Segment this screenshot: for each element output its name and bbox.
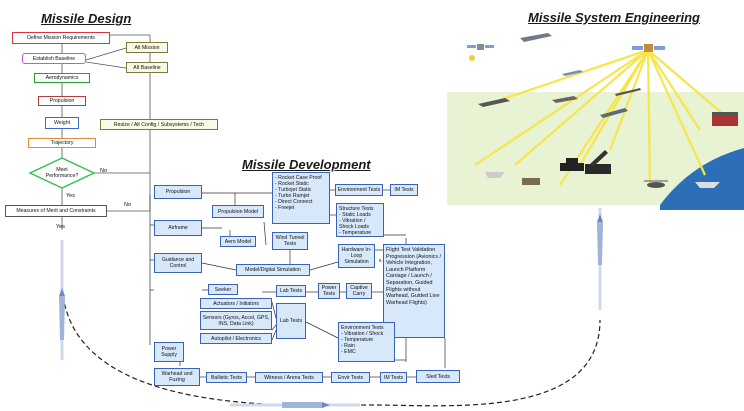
aircraft-icon [520,33,552,42]
weight-box: Weight [45,117,79,129]
wind-tunnel-tests-box: Wind Tunnel Tests [272,232,308,250]
guidance-and-control-box: Guidance and Control [154,253,202,273]
seeker-box: Seeker [208,284,238,295]
hardware-in-loop-box: Hardware In-Loop Simulation [338,244,375,268]
sensor-rays [474,48,731,186]
lab-tests-1-box: Lab Tests [276,285,306,297]
warhead-and-fuzing-box: Warhead and Fuzing [154,368,200,386]
ballistic-tests-box: Ballistic Tests [206,372,247,383]
environment-tests-bottom-box: Environment Tests - Vibration / Shock - … [338,322,395,362]
environment-tests-top-box: Environment Tests [335,184,383,196]
alt-baseline-box: Alt Baseline [126,62,168,73]
aircraft-icon [562,70,583,76]
model-digital-simulation-box: Model/Digital Simulation [236,264,310,276]
captive-carry-box: Captive Carry [346,283,372,299]
satellite-icon [632,44,665,52]
sea-area [660,148,744,210]
satellite-icon [467,44,494,61]
dev-propulsion-box: Propulsion [154,185,202,199]
resize-alt-config-box: Resize / Alt Config / Subsystems / Tech [100,119,218,130]
structure-tests-box: Structure Tests - Static Loads - Vibrati… [336,203,384,237]
propulsion-box: Propulsion [38,96,86,106]
aircraft-icon [600,108,628,118]
trajectory-box: Trajectory [28,138,96,148]
ship-icon [695,182,720,188]
im-tests-bottom-box: IM Tests [380,372,407,383]
building-icon [712,112,738,126]
missile-system-engineering-title: Missile System Engineering [528,10,700,25]
power-tests-box: Power Tests [318,283,340,299]
tank-icon [522,178,540,185]
alt-mission-box: Alt Mission [126,42,168,53]
ship-icon [485,172,505,178]
sled-tests-box: Sled Tests [416,370,460,383]
aerodynamics-box: Aerodynamics [34,73,90,83]
autopilot-electronics-box: Autopilot / Electronics [200,333,272,344]
im-tests-top-box: IM Tests [390,184,418,196]
define-mission-requirements-box: Define Mission Requirements [12,32,110,44]
witness-arena-tests-box: Witness / Arena Tests [255,372,323,383]
airframe-box: Airframe [154,220,202,236]
missile-development-title: Missile Development [242,157,371,172]
propulsion-model-box: Propulsion Model [212,205,264,218]
measures-of-merit-box: Measures of Merit and Constraints [5,205,107,217]
meet-performance-label: Meet Performance? [45,167,79,179]
rocket-tests-box: - Rocket Case Proof - Rocket Static - Tu… [272,172,330,224]
envir-tests-box: Envir Tests [331,372,370,383]
helicopter-icon [644,180,668,188]
aircraft-icon [552,96,578,103]
yes-label-2: Yes [56,224,65,230]
sensors-box: Sensors (Gyros, Accel, GPS, INS, Data Li… [200,311,272,330]
no-label-2: No [124,202,132,208]
establish-baseline-box: Establish Baseline [22,53,86,64]
yes-label: Yes [66,193,75,199]
aircraft-icon [478,98,510,107]
power-supply-box: Power Supply [154,342,184,362]
launcher-icon [585,150,611,174]
missile-design-title: Missile Design [41,11,132,26]
missile-icon [615,88,641,96]
no-label: No [100,168,108,174]
lab-tests-2-box: Lab Tests [276,303,306,339]
actuators-initiators-box: Actuators / Initiators [200,298,272,309]
aero-model-box: Aero Model [220,236,256,247]
tank-icon [560,158,584,171]
